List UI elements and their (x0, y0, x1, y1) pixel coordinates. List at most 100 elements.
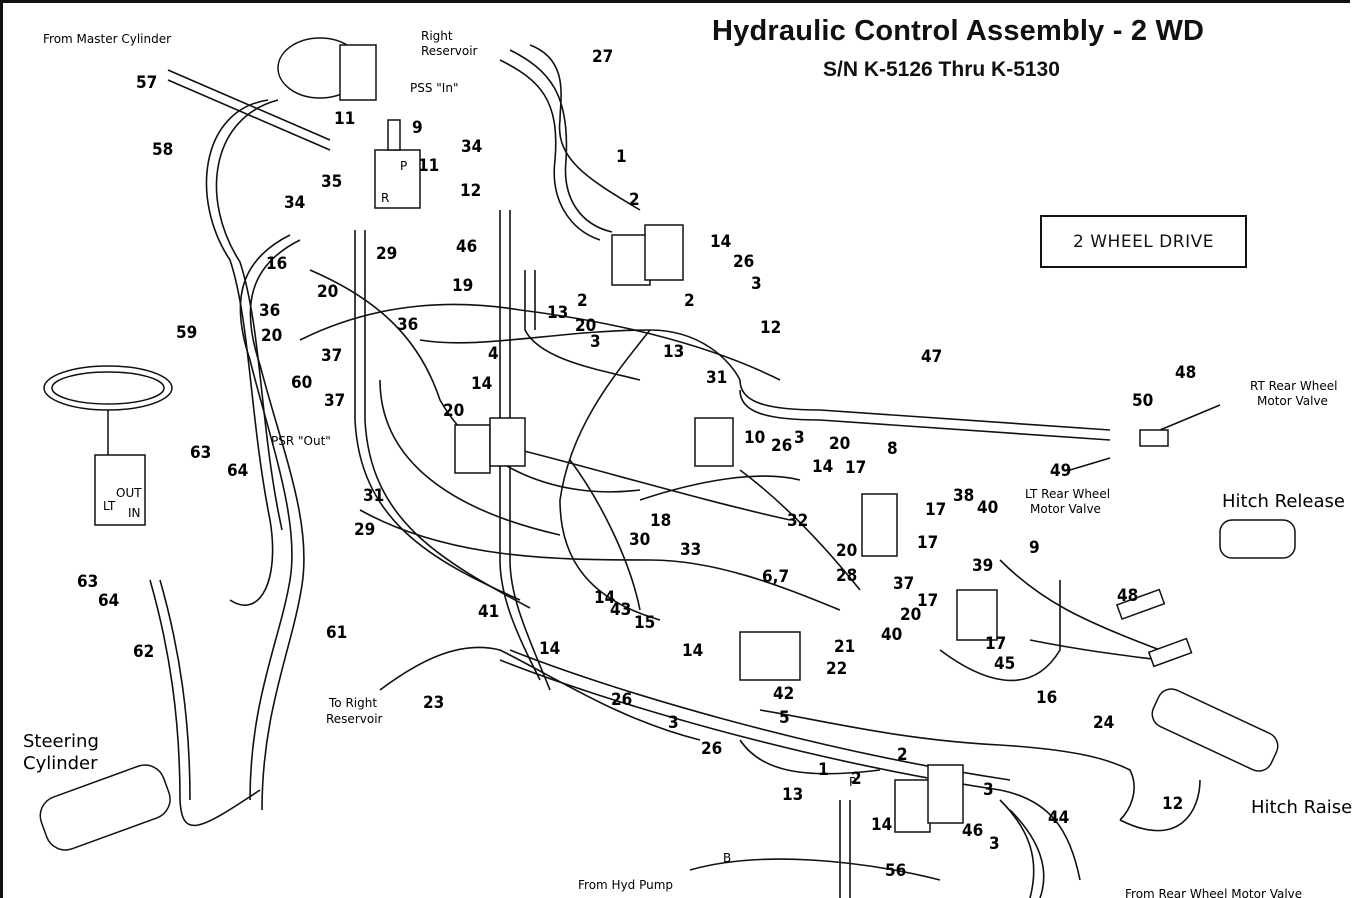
callout: 13 (782, 785, 803, 805)
captions: From Master Cylinder Right Reservoir PSS… (23, 29, 1352, 898)
callout: 14 (594, 588, 615, 608)
callout: 59 (176, 323, 197, 343)
callout: 26 (733, 252, 754, 272)
callout: 40 (881, 625, 902, 645)
tee-fitting-50-icon (1139, 429, 1169, 447)
callout: 5 (779, 708, 790, 728)
callout: 64 (227, 461, 248, 481)
callout: 57 (136, 73, 157, 93)
from-master-cylinder-caption: From Master Cylinder (43, 32, 171, 46)
callout: 14 (471, 374, 492, 394)
callout: 3 (590, 332, 601, 352)
callout: 3 (751, 274, 762, 294)
callout: 17 (985, 634, 1006, 654)
callout: 16 (266, 254, 287, 274)
valve-block-9b-icon (956, 589, 998, 641)
callout: 2 (629, 190, 640, 210)
solenoid-valve-bottom-2-icon (927, 764, 964, 824)
callout: 43 (610, 600, 631, 620)
port-out-label: OUT (116, 486, 142, 500)
callout: 61 (326, 623, 347, 643)
callout: 13 (663, 342, 684, 362)
right-reservoir-caption-1: Right (421, 29, 453, 43)
callout: 23 (423, 693, 444, 713)
port-p-label: P (849, 775, 856, 789)
callout: 40 (977, 498, 998, 518)
right-reservoir-caption-2: Reservoir (421, 44, 478, 58)
port-in-label: IN (128, 506, 141, 520)
solenoid-valve-2-icon (644, 224, 684, 281)
valve-block-9-icon (374, 149, 421, 209)
callout: 3 (794, 428, 805, 448)
valve-block-4b-icon (489, 417, 526, 467)
callout: 47 (921, 347, 942, 367)
callout: 27 (592, 47, 613, 67)
port-labels: R P OUT LT IN P B (103, 159, 856, 865)
callout: 2 (851, 769, 862, 789)
callout: 20 (261, 326, 282, 346)
callout: 48 (1175, 363, 1196, 383)
steering-cylinder-caption-1: Steering (23, 731, 99, 752)
callout: 33 (680, 540, 701, 560)
callout: 46 (962, 821, 983, 841)
callout: 17 (845, 458, 866, 478)
callout: 45 (994, 654, 1015, 674)
callout: 3 (983, 780, 994, 800)
callout: 63 (77, 572, 98, 592)
steering-cylinder-caption-2: Cylinder (23, 753, 98, 774)
callout: 17 (917, 533, 938, 553)
diagram-title: Hydraulic Control Assembly - 2 WD (712, 15, 1205, 47)
callout: 1 (818, 760, 829, 780)
callout: 62 (133, 642, 154, 662)
lt-rear-wheel-caption-2: Motor Valve (1030, 502, 1101, 516)
callout: 3 (989, 834, 1000, 854)
callout: 16 (1036, 688, 1057, 708)
hitch-raise-cylinder-icon (1151, 688, 1279, 772)
hitch-release-caption: Hitch Release (1222, 491, 1345, 512)
callout: 2 (577, 291, 588, 311)
callout: 34 (284, 193, 305, 213)
callout: 26 (701, 739, 722, 759)
callout: 37 (324, 391, 345, 411)
rt-rear-wheel-caption-2: Motor Valve (1257, 394, 1328, 408)
callout: 11 (418, 156, 439, 176)
solenoid-valve-1-icon (611, 234, 651, 286)
callout: 26 (611, 690, 632, 710)
callout: 19 (452, 276, 473, 296)
callout: 2 (684, 291, 695, 311)
callout: 37 (321, 346, 342, 366)
callout: 31 (706, 368, 727, 388)
callout: 29 (354, 520, 375, 540)
callout: 9 (1029, 538, 1040, 558)
callout: 63 (190, 443, 211, 463)
solenoid-valve-8-icon (861, 493, 898, 557)
valve-block-10-icon (694, 417, 734, 467)
callout: 20 (829, 434, 850, 454)
from-rear-wheel-motor-valve-caption: From Rear Wheel Motor Valve (1125, 887, 1302, 898)
callout: 13 (547, 303, 568, 323)
callout: 36 (259, 301, 280, 321)
callout: 14 (812, 457, 833, 477)
callout: 9 (412, 118, 423, 138)
port-r-label: R (381, 191, 389, 205)
callout: 24 (1093, 713, 1114, 733)
reservoir-filter-icon (339, 44, 377, 101)
callout: 14 (871, 815, 892, 835)
callout: 35 (321, 172, 342, 192)
callout: 15 (634, 613, 655, 633)
callout: 30 (629, 530, 650, 550)
pss-in-caption: PSS "In" (410, 81, 458, 95)
diagram-subtitle: S/N K-5126 Thru K-5130 (823, 58, 1060, 81)
to-right-reservoir-caption-1: To Right (328, 696, 377, 710)
rt-rear-wheel-caption-1: RT Rear Wheel (1250, 379, 1337, 393)
callout: 17 (917, 591, 938, 611)
solenoid-valve-bottom-1-icon (894, 779, 931, 833)
hitch-raise-caption: Hitch Raise (1251, 797, 1352, 818)
callout: 41 (478, 602, 499, 622)
callout: 42 (773, 684, 794, 704)
callout: 22 (826, 659, 847, 679)
callout: 38 (953, 486, 974, 506)
callout: 4 (488, 344, 499, 364)
